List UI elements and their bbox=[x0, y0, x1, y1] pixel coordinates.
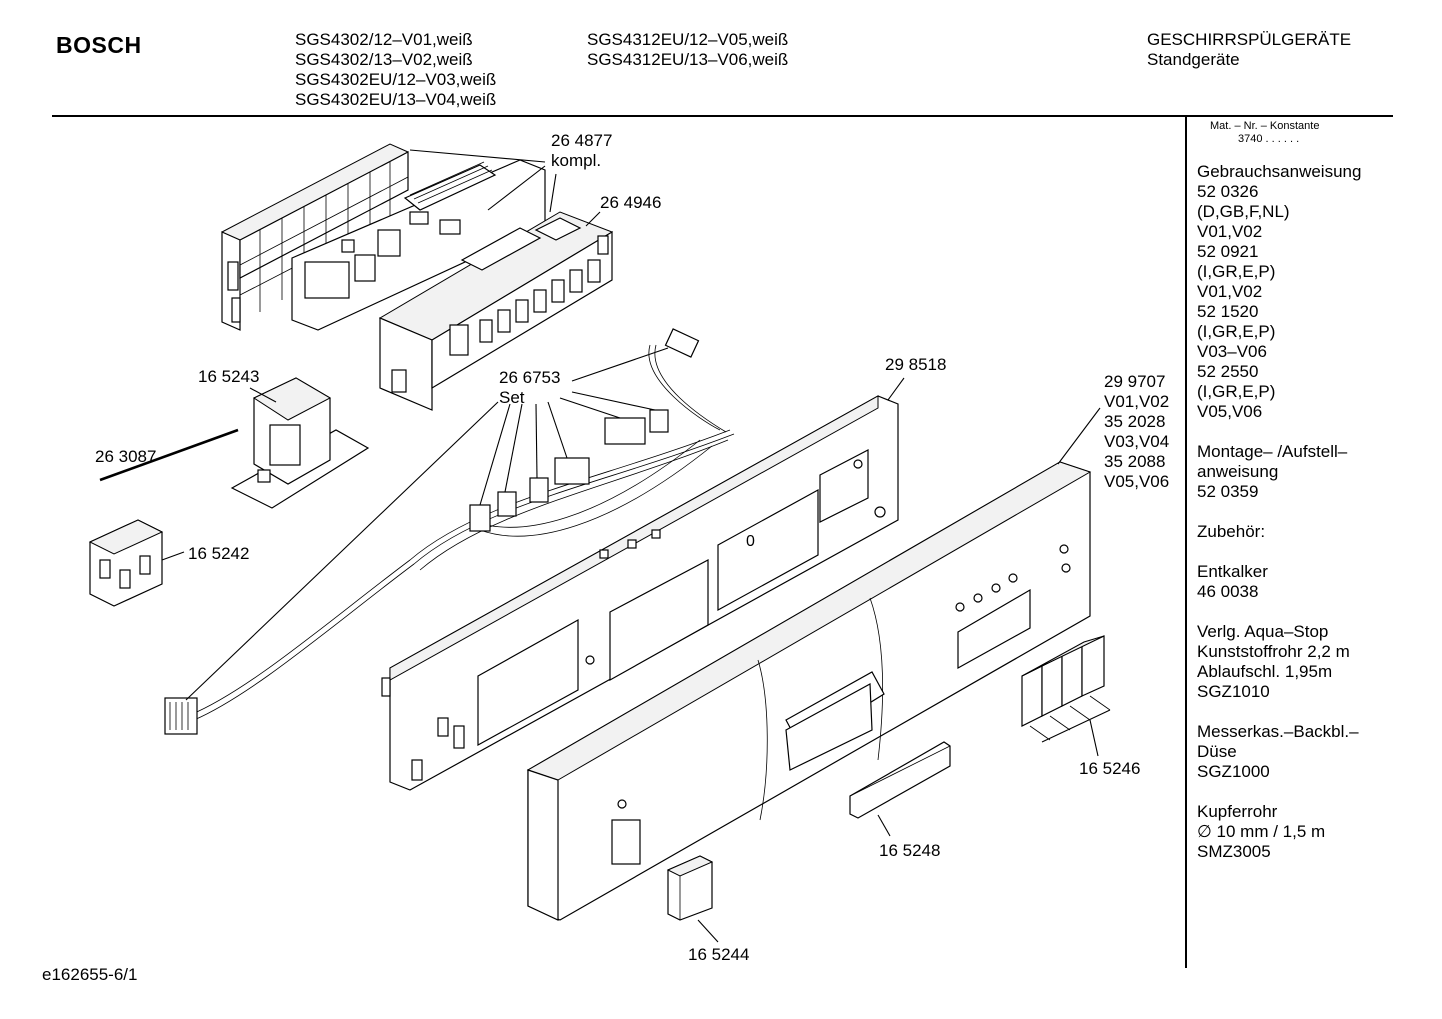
category-block: GESCHIRRSPÜLGERÄTE Standgeräte bbox=[1147, 30, 1351, 70]
part-label-264946: 26 4946 bbox=[600, 193, 662, 212]
programme-switch-part bbox=[378, 211, 614, 411]
pin-part bbox=[99, 428, 239, 482]
panel-carrier-part bbox=[381, 395, 899, 791]
accessories-heading: Zubehör: bbox=[1197, 522, 1266, 541]
part-label-165246: 16 5246 bbox=[1079, 759, 1141, 778]
aqua-stop-group: Verlg. Aqua–Stop Kunststoffrohr 2,2 m Ab… bbox=[1197, 622, 1350, 701]
model-list-2: SGS4312EU/12–V05,weiß SGS4312EU/13–V06,w… bbox=[587, 30, 788, 70]
door-switch-part bbox=[230, 377, 370, 509]
part-label-298518: 29 8518 bbox=[885, 355, 947, 374]
category-title: GESCHIRRSPÜLGERÄTE bbox=[1147, 30, 1352, 49]
microswitch-part bbox=[88, 519, 164, 607]
brand-logo: BOSCH bbox=[56, 32, 142, 58]
descaler-group: Entkalker 46 0038 bbox=[1197, 562, 1268, 601]
model-entry: SGS4312EU/12–V05,weiß bbox=[587, 30, 789, 49]
nozzle-group: Messerkas.–Backbl.– Düse SGZ1000 bbox=[1197, 722, 1359, 781]
part-label-165248: 16 5248 bbox=[879, 841, 941, 860]
display-readout: 0 bbox=[746, 533, 755, 550]
mat-number-block: Mat. – Nr. – Konstante 3740 . . . . . . bbox=[1210, 120, 1319, 146]
trim-strip-part bbox=[849, 741, 951, 819]
part-label-264877: 26 4877 kompl. bbox=[551, 131, 613, 170]
model-entry: SGS4302EU/13–V04,weiß bbox=[295, 90, 497, 109]
part-label-299707: 29 9707 V01,V02 35 2028 V03,V04 35 2088 … bbox=[1104, 372, 1170, 491]
installation-group: Montage– /Aufstell– anweisung 52 0359 bbox=[1197, 442, 1348, 501]
model-entry: SGS4302EU/12–V03,weiß bbox=[295, 70, 497, 89]
part-label-165242: 16 5242 bbox=[188, 544, 250, 563]
model-entry: SGS4302/13–V02,weiß bbox=[295, 50, 473, 69]
button-cap-part bbox=[666, 855, 714, 921]
leader-lines bbox=[161, 149, 1111, 943]
sidebar-accessories: Gebrauchsanweisung 52 0326 (D,GB,F,NL) V… bbox=[1197, 162, 1361, 862]
front-fascia-part bbox=[526, 461, 1092, 921]
part-label-263087: 26 3087 bbox=[95, 447, 157, 466]
drawing-id: e162655-6/1 bbox=[42, 965, 138, 984]
part-label-165244: 16 5244 bbox=[688, 945, 750, 964]
control-frame-part bbox=[221, 143, 409, 331]
mat-number-title: Mat. – Nr. – Konstante bbox=[1210, 120, 1320, 132]
copper-pipe-group: Kupferrohr ∅ 10 mm / 1,5 m SMZ3005 bbox=[1197, 802, 1326, 861]
part-label-266753: 26 6753 Set bbox=[499, 368, 561, 407]
push-buttons-part bbox=[1021, 635, 1111, 741]
category-subtitle: Standgeräte bbox=[1147, 50, 1240, 69]
model-entry: SGS4302/12–V01,weiß bbox=[295, 30, 473, 49]
mat-number-value: 3740 . . . . . . bbox=[1238, 133, 1300, 145]
manual-group: Gebrauchsanweisung 52 0326 (D,GB,F,NL) V… bbox=[1197, 162, 1362, 421]
model-entry: SGS4312EU/13–V06,weiß bbox=[587, 50, 789, 69]
part-label-165243: 16 5243 bbox=[198, 367, 260, 386]
model-list-1: SGS4302/12–V01,weiß SGS4302/13–V02,weiß … bbox=[295, 30, 496, 110]
